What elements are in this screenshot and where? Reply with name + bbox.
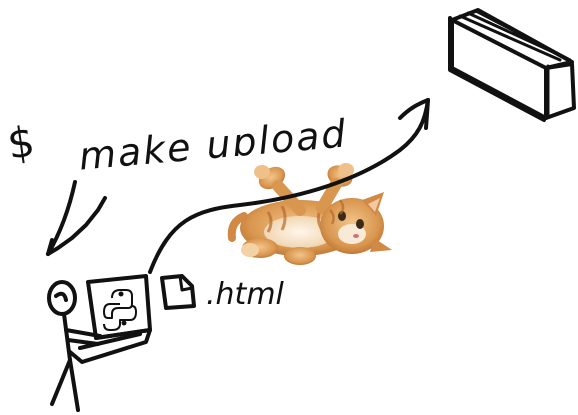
laptop-icon [68, 274, 152, 364]
python-logo-icon [103, 289, 137, 331]
document-icon [160, 274, 196, 310]
down-arrow [46, 180, 107, 256]
server-box-icon [448, 8, 576, 122]
upload-arrow [148, 98, 430, 274]
prompt-symbol: $ [4, 116, 37, 168]
file-extension-label: .html [206, 277, 285, 312]
kitten-photo [227, 156, 392, 274]
